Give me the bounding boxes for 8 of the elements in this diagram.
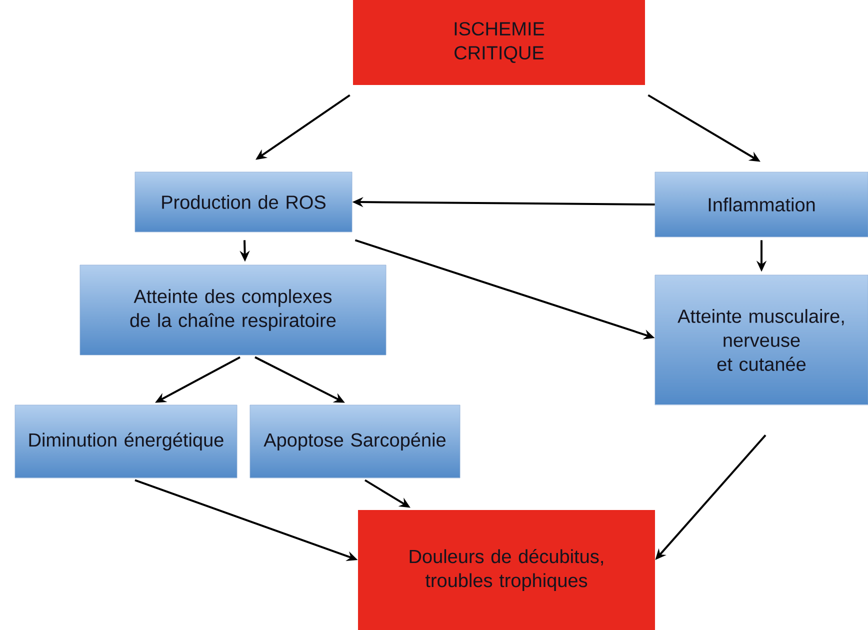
process-box: Apoptose Sarcopénie	[250, 404, 460, 478]
process-box: Inflammation	[654, 172, 868, 238]
process-box: Atteinte musculaire, nerveuse et cutanée	[654, 274, 868, 406]
process-box: Atteinte des complexes de la chaîne respiratoire	[80, 264, 386, 356]
process-box: Diminution énergétique	[14, 404, 238, 478]
alert-box: Douleurs de décubitus, troubles trophiques	[358, 510, 655, 630]
alert-box: ISCHEMIE CRITIQUE	[353, 0, 645, 85]
process-box: Production de ROS	[134, 172, 352, 232]
